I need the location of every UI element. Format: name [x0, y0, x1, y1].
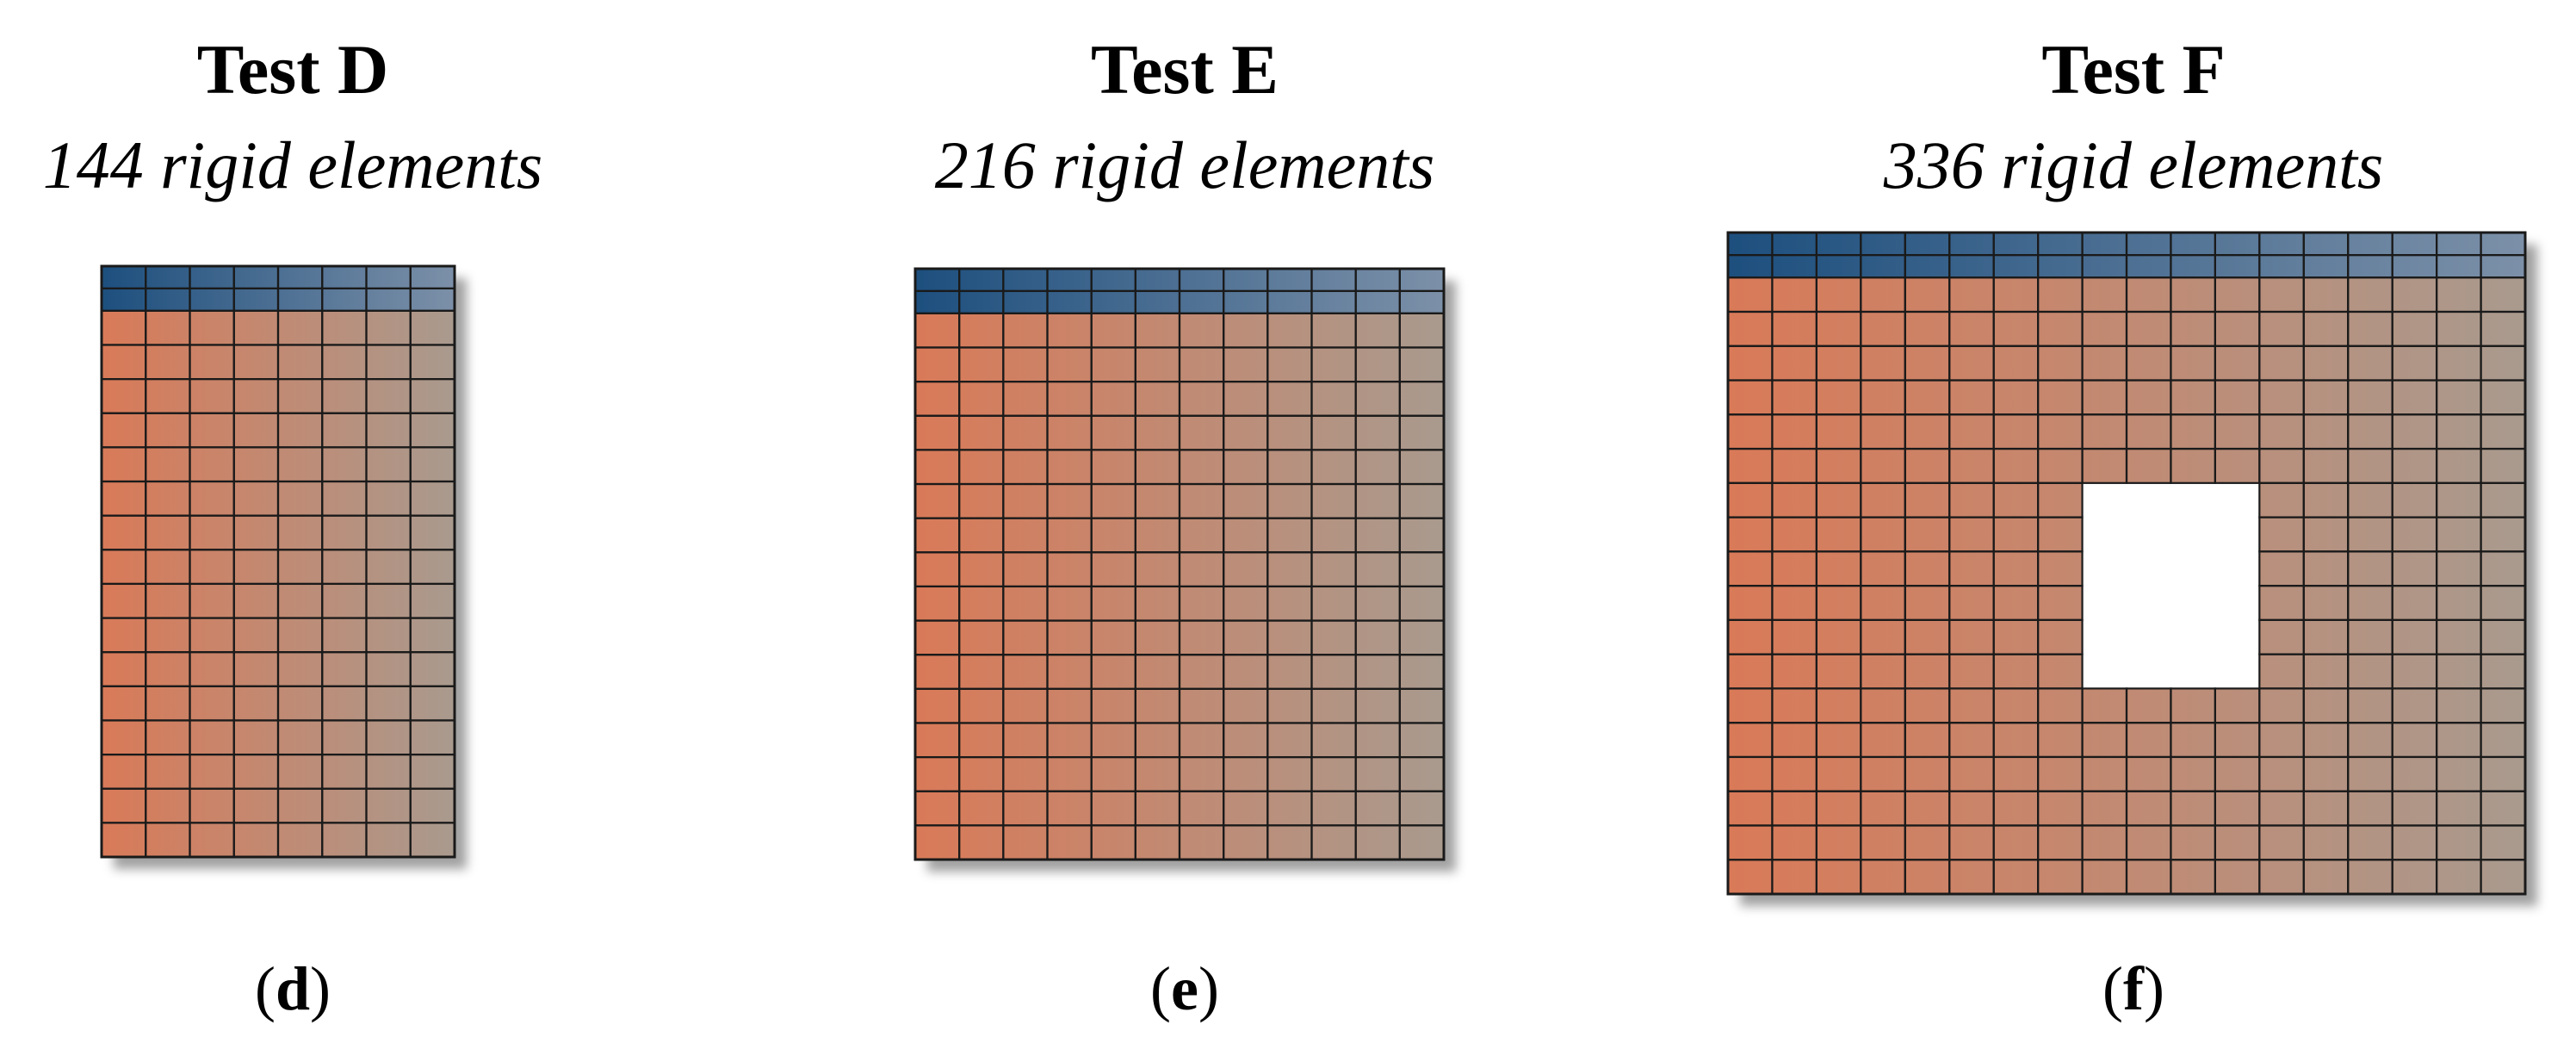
mesh-outline: [100, 264, 456, 859]
panel-test-e: Test E 216 rigid elements (e): [913, 30, 1456, 1023]
panel-title: Test E: [1091, 30, 1279, 109]
panel-subtitle: 336 rigid elements: [1883, 127, 2384, 202]
panel-subtitle: 144 rigid elements: [43, 127, 543, 202]
panel-test-d: Test D 144 rigid elements (d): [43, 30, 543, 1023]
mesh-outline: [1726, 231, 2527, 896]
wall-mesh: [100, 264, 467, 869]
panel-subtitle: 216 rigid elements: [935, 127, 1435, 202]
wall-mesh: [1726, 231, 2537, 906]
panel-label: (f): [2102, 954, 2164, 1023]
panel-title: Test F: [2041, 30, 2225, 109]
panel-label: (d): [255, 954, 331, 1023]
opening: [2082, 482, 2260, 689]
mesh-grid-lines: [913, 267, 1446, 861]
panel-label: (e): [1150, 954, 1219, 1023]
panel-title: Test D: [197, 30, 389, 109]
panel-test-f: Test F 336 rigid elements (f): [1726, 30, 2537, 1023]
wall-mesh: [913, 267, 1456, 872]
mesh-outline: [913, 267, 1446, 861]
